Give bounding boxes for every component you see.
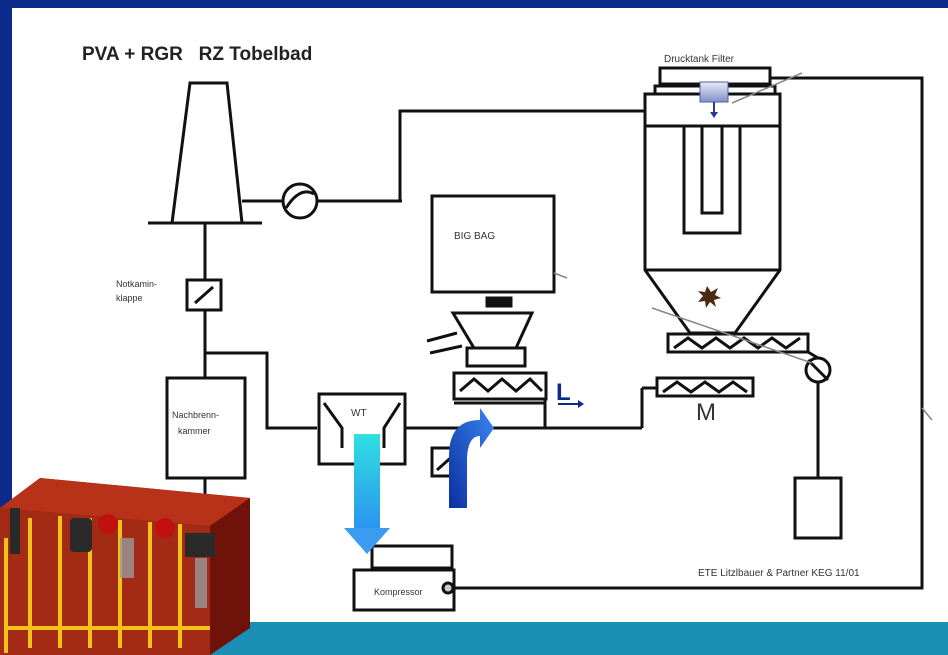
plant-photo <box>0 478 250 655</box>
wt-label: WT <box>351 408 367 419</box>
diagram-title: PVA + RGR RZ Tobelbad <box>82 44 312 65</box>
l-direction-icon: L <box>556 379 584 408</box>
filter-label: Drucktank Filter <box>664 54 735 65</box>
coolant-down-arrow-icon <box>344 434 390 554</box>
nachbrenn-label-2: kammer <box>178 426 211 436</box>
big-bag-label: BIG BAG <box>454 231 495 242</box>
feed-up-arrow-icon <box>449 408 494 508</box>
nachbrenn-label-1: Nachbrenn- <box>172 410 219 420</box>
chimney <box>170 81 244 225</box>
credit-label: ETE Litzlbauer & Partner KEG 11/01 <box>698 568 860 579</box>
notkamin-label-2: klappe <box>116 293 143 303</box>
m-mark: M <box>696 399 716 426</box>
big-bag <box>430 194 556 294</box>
notkamin-label-1: Notkamin- <box>116 279 157 289</box>
svg-text:L: L <box>556 379 571 406</box>
filter-inlet-icon <box>699 81 729 103</box>
spark-icon <box>698 286 721 308</box>
bigbag-screw-conveyor <box>452 371 548 401</box>
collection-container <box>793 476 843 540</box>
fan-icon <box>281 182 319 220</box>
kompressor-label: Kompressor <box>374 587 423 597</box>
